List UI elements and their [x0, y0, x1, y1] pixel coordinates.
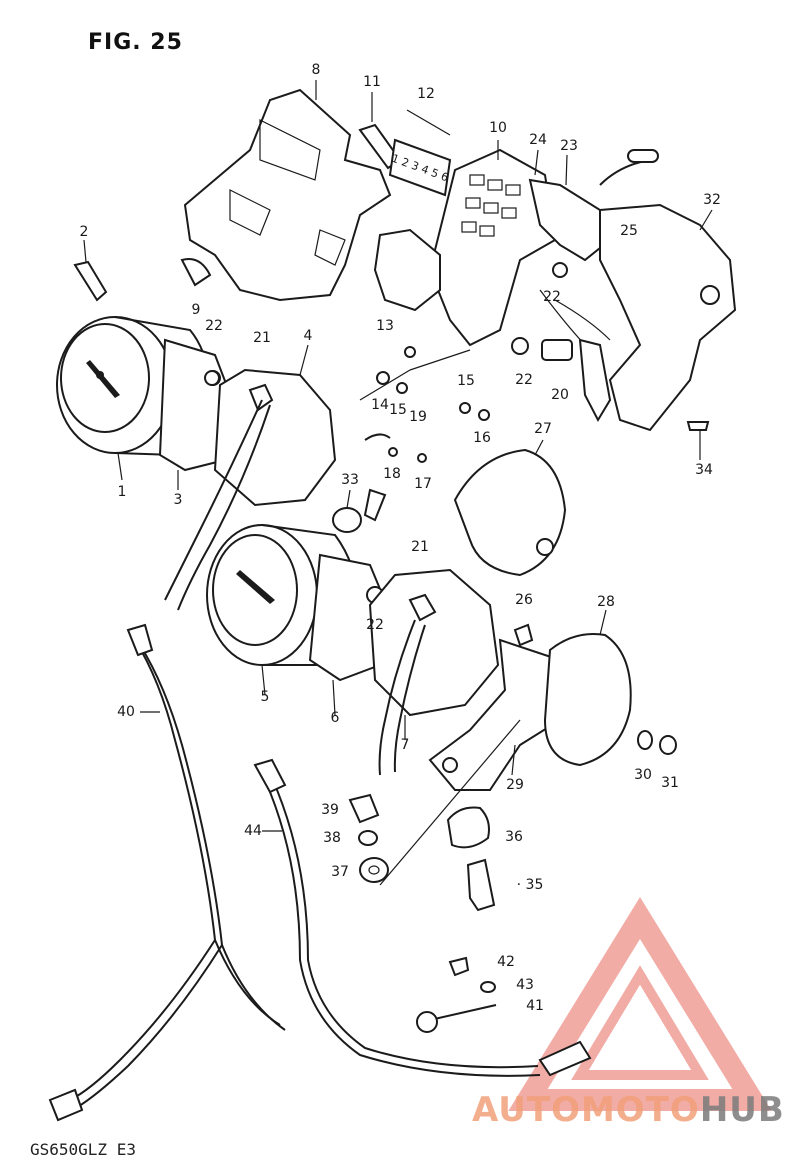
callout-23: 23: [560, 138, 578, 154]
callout-31: 31: [661, 775, 679, 791]
callout-26: 26: [515, 592, 533, 608]
callout-3: 3: [173, 492, 183, 508]
callout-38: 38: [323, 830, 341, 846]
callout-13: 13: [376, 318, 394, 334]
callout-28: 28: [597, 594, 615, 610]
callout-17: 17: [414, 476, 432, 492]
callout-12: 12: [417, 86, 435, 102]
callout-14: 14: [371, 397, 389, 413]
callout-6: 6: [330, 710, 340, 726]
callout-22-left: 22: [205, 318, 223, 334]
callout-34: 34: [695, 462, 713, 478]
callout-18: 18: [383, 466, 401, 482]
callout-39: 39: [321, 802, 339, 818]
callout-25: 25: [620, 223, 638, 239]
callout-42: 42: [497, 954, 515, 970]
callout-41: 41: [526, 998, 544, 1014]
callout-15-left: 15: [389, 402, 407, 418]
callout-30: 30: [634, 767, 652, 783]
callout-40: 40: [117, 704, 135, 720]
callout-7: 7: [400, 737, 410, 753]
callout-24: 24: [529, 132, 547, 148]
callout-10: 10: [489, 120, 507, 136]
callout-8: 8: [311, 62, 321, 78]
callout-22-lower: 22: [366, 617, 384, 633]
housing-cover: [183, 88, 392, 302]
callout-44: 44: [244, 823, 262, 839]
callout-15-right: 15: [457, 373, 475, 389]
callout-32: 32: [703, 192, 721, 208]
watermark-logo-icon: [508, 897, 772, 1111]
callout-22-middle: 22: [515, 372, 533, 388]
callout-11: 11: [363, 74, 381, 90]
callout-20: 20: [551, 387, 569, 403]
callout-21-lower: 21: [411, 539, 429, 555]
figure-title: FIG. 25: [88, 30, 183, 55]
callout-16: 16: [473, 430, 491, 446]
callout-1: 1: [117, 484, 127, 500]
watermark-brand-part2: HUB: [699, 1090, 785, 1130]
callout-21-upper: 21: [253, 330, 271, 346]
callout-4: 4: [303, 328, 313, 344]
callout-2: 2: [79, 224, 89, 240]
callout-35: · 35: [516, 877, 544, 893]
callout-22-upper-right: 22: [543, 289, 561, 305]
callout-33: 33: [341, 472, 359, 488]
callout-29: 29: [506, 777, 524, 793]
callout-9: 9: [191, 302, 201, 318]
callout-5: 5: [260, 689, 270, 705]
watermark-brand-part1: AUTOMOTO: [472, 1090, 700, 1130]
watermark-brand: AUTOMOTOHUB: [472, 1090, 785, 1130]
callout-36: 36: [505, 829, 523, 845]
callout-27: 27: [534, 421, 552, 437]
model-code: GS650GLZ E3: [30, 1140, 136, 1159]
callout-43: 43: [516, 977, 534, 993]
callout-19: 19: [409, 409, 427, 425]
callout-37: 37: [331, 864, 349, 880]
